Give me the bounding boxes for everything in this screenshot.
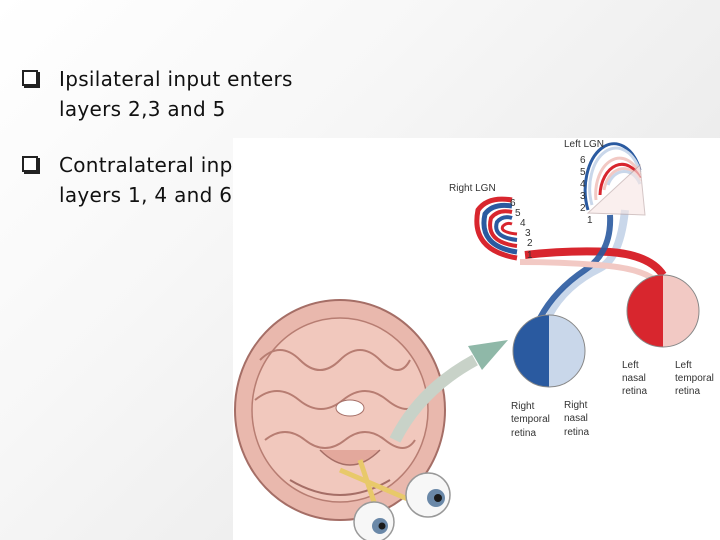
label-line: Left xyxy=(675,360,692,371)
layer-number: 1 xyxy=(527,250,533,261)
label-line: nasal xyxy=(564,413,588,424)
right-lgn xyxy=(474,196,518,261)
zoom-arrow-icon xyxy=(389,340,508,443)
layer-number: 3 xyxy=(525,228,531,239)
optic-tract-pathways xyxy=(519,209,667,320)
eyeball-icon xyxy=(405,472,451,518)
label-line: retina xyxy=(622,386,647,397)
layer-number: 3 xyxy=(580,191,586,202)
checkbox-bullet-icon xyxy=(22,156,38,172)
bullet-list: Ipsilateral input enters layers 2,3 and … xyxy=(22,64,382,236)
label-line: Right xyxy=(511,401,535,412)
label-line: temporal xyxy=(511,414,550,425)
eyeball-icon xyxy=(353,501,395,540)
label-line: retina xyxy=(675,386,700,397)
label-line: temporal xyxy=(675,373,714,384)
layer-number: 6 xyxy=(510,198,516,209)
left-lgn-layer-numbers: 6 5 4 3 2 1 xyxy=(580,155,593,226)
label-line: Right xyxy=(564,400,588,411)
layer-number: 1 xyxy=(587,215,593,226)
left-lgn-label: Left LGN xyxy=(564,139,604,150)
retina-label-right-temporal: Right temporal retina xyxy=(511,401,550,439)
retina-label-left-temporal: Left temporal retina xyxy=(675,360,714,397)
retina-label-left-nasal: Left nasal retina xyxy=(622,360,647,397)
brain-illustration xyxy=(234,299,446,521)
label-line: retina xyxy=(564,427,589,438)
checkbox-bullet-icon xyxy=(22,70,38,86)
bullet-line: layers 1, 4 and 6 xyxy=(59,183,233,207)
right-lgn-layer-numbers: 6 5 4 3 2 1 xyxy=(510,198,533,261)
left-lgn xyxy=(583,142,646,216)
layer-number: 5 xyxy=(515,208,521,219)
layer-number: 2 xyxy=(527,238,533,249)
layer-number: 4 xyxy=(580,179,586,190)
retina-label-right-nasal: Right nasal retina xyxy=(564,400,589,438)
bullet-line: layers 2,3 and 5 xyxy=(59,97,226,121)
right-lgn-label: Right LGN xyxy=(449,183,496,194)
bullet-line: Ipsilateral input enters xyxy=(59,67,293,91)
layer-number: 2 xyxy=(580,203,586,214)
label-line: retina xyxy=(511,428,536,439)
layer-number: 4 xyxy=(520,218,526,229)
label-line: nasal xyxy=(622,373,646,384)
layer-number: 5 xyxy=(580,167,586,178)
layer-number: 6 xyxy=(580,155,586,166)
bullet-ipsilateral: Ipsilateral input enters layers 2,3 and … xyxy=(22,64,382,124)
left-eye-retina xyxy=(626,274,700,348)
right-eye-retina xyxy=(512,314,586,388)
label-line: Left xyxy=(622,360,639,371)
